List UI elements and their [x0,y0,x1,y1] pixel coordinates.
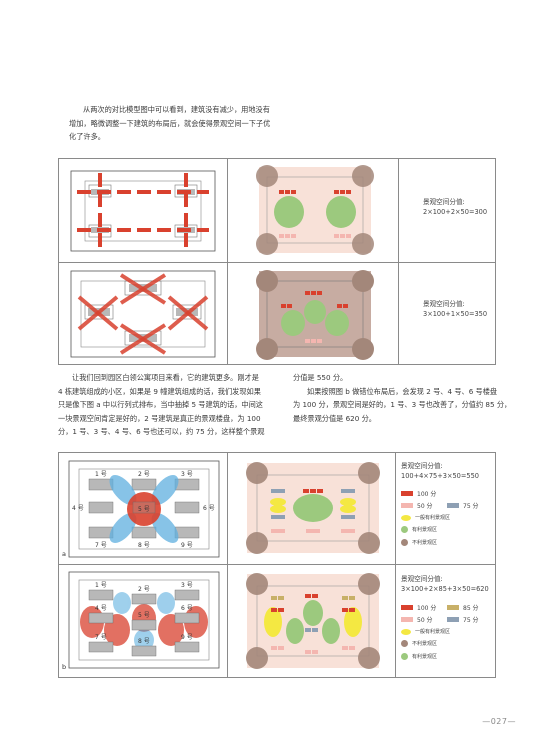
intro-line-3: 化了许多。 [69,132,105,141]
swatch-unfavorable [401,539,408,546]
intro-line-2: 增加，略微调整一下建筑的布局后，就会使得景观空间一下子优 [69,118,271,128]
layout-diagram-b-staggered: 1 号 2 号 3 号 4 号 5 号 6 号 7 号 8 号 9 号 [68,571,220,669]
score-formula: 2×100+2×50=300 [423,208,488,216]
building-label: 5 号 [138,612,150,619]
score-formula: 3×100+1×50=350 [423,310,488,318]
score-text-b: 景观空间分值: 3×100+2×85+3×50=620 [401,574,489,594]
legend-label: 85 分 [463,605,479,612]
building-label: 1 号 [95,582,107,589]
score-title: 景观空间分值: [401,575,443,583]
intro-paragraph: 从两次的对比模型图中可以看到，建筑没有减少，用地没有 增加，略微调整一下建筑的布… [69,103,270,144]
legend-label: 一般有利景观区 [415,515,451,521]
landscape-diagram-a [246,462,380,554]
swatch-100 [401,491,413,496]
intro-line-1: 从两次的对比模型图中可以看到，建筑没有减少，用地没有 [83,105,270,114]
legend-label: 有利景观区 [412,527,438,533]
building-label: 6 号 [181,605,193,612]
layout-diagram-4-buildings-staggered [70,270,216,358]
body-left-line-4: 一块景观空间肯定是好的，2 号建筑是真正的景观楼盘，为 100 [58,413,261,423]
swatch-favorable [401,526,408,533]
landscape-diagram-b [246,573,380,669]
body-right-line-1: 分值是 550 分。 [293,373,348,382]
diagram-tag-b: b [62,663,67,671]
diagram-tag-a: a [62,550,66,558]
legend-label: 75 分 [463,617,479,624]
swatch-100 [401,605,413,610]
legend-label: 有利景观区 [412,654,438,660]
landscape-diagram-4-buildings-staggered [256,270,374,360]
body-right-column: 分值是 550 分。 如果按照图 b 做错位布局后，会发现 2 号、4 号、6 … [293,371,511,425]
score-title: 景观空间分值: [423,300,465,308]
comparison-table-2: 1 号 2 号 3 号 4 号 5 号 6 号 7 号 8 号 9 号 a 景观… [58,452,496,678]
building-label: 8 号 [138,638,150,645]
building-label: 3 号 [181,582,193,589]
body-right-line-2: 如果按照图 b 做错位布局后，会发现 2 号、4 号、6 号楼盘 [307,386,498,396]
building-label: 9 号 [181,634,193,641]
score-text-row-1: 景观空间分值: 2×100+2×50=300 [423,197,487,217]
building-label: 1 号 [95,471,107,478]
legend-label: 一般有利景观区 [415,629,451,635]
swatch-50 [401,617,413,622]
building-label: 4 号 [95,605,107,612]
body-left-line-2: 4 栋建筑组成的小区，如果是 9 幢建筑组成的话，我们发现如果 [58,386,261,396]
body-left-line-1: 让我们回到园区白领公寓项目来看，它的建筑更多。刚才是 [72,373,259,382]
legend-label: 100 分 [417,605,437,612]
page-number: —027— [482,717,516,726]
body-right-line-3: 为 100 分，景观空间是好的，1 号、3 号也改善了，分值约 85 分， [293,400,512,409]
body-left-line-5: 分，1 号、3 号、4 号、6 号也还可以，约 75 分，这样整个景观 [58,427,265,436]
swatch-general [401,514,411,521]
swatch-unfavorable [401,640,408,647]
swatch-75 [447,617,459,622]
building-label: 8 号 [138,542,150,549]
legend-label: 100 分 [417,491,437,498]
legend-label: 不利景观区 [412,641,438,647]
swatch-general [401,628,411,635]
body-left-column: 让我们回到园区白领公寓项目来看，它的建筑更多。刚才是 4 栋建筑组成的小区，如果… [58,371,264,439]
score-text-a: 景观空间分值: 100+4×75+3×50=550 [401,461,479,481]
landscape-diagram-4-buildings-grid [256,165,374,255]
body-right-line-4: 最终景观分值是 620 分。 [293,413,376,423]
legend-label: 75 分 [463,503,479,510]
layout-diagram-a-grid: 1 号 2 号 3 号 4 号 5 号 6 号 7 号 8 号 9 号 [68,460,220,558]
building-label: 7 号 [95,542,107,549]
legend-label: 不利景观区 [412,540,438,546]
building-label: 6 号 [203,505,215,512]
layout-diagram-4-buildings-grid [70,170,216,252]
comparison-table-1: 景观空间分值: 2×100+2×50=300 [58,158,496,365]
building-label: 5 号 [138,506,150,513]
swatch-favorable [401,653,408,660]
score-formula: 3×100+2×85+3×50=620 [401,585,489,593]
swatch-85 [447,605,459,610]
building-label: 4 号 [72,505,84,512]
body-left-line-3: 只是像下图 a 中以行列式排布，当中抽掉 5 号建筑的话，中间这 [58,400,263,409]
building-label: 7 号 [95,634,107,641]
building-label: 2 号 [138,586,150,593]
swatch-50 [401,503,413,508]
score-title: 景观空间分值: [423,198,465,206]
building-label: 9 号 [181,542,193,549]
legend-label: 50 分 [417,503,433,510]
building-label: 2 号 [138,471,150,478]
swatch-75 [447,503,459,508]
building-label: 3 号 [181,471,193,478]
score-text-row-2: 景观空间分值: 3×100+1×50=350 [423,299,487,319]
score-formula: 100+4×75+3×50=550 [401,472,479,480]
legend-label: 50 分 [417,617,433,624]
score-title: 景观空间分值: [401,462,443,470]
